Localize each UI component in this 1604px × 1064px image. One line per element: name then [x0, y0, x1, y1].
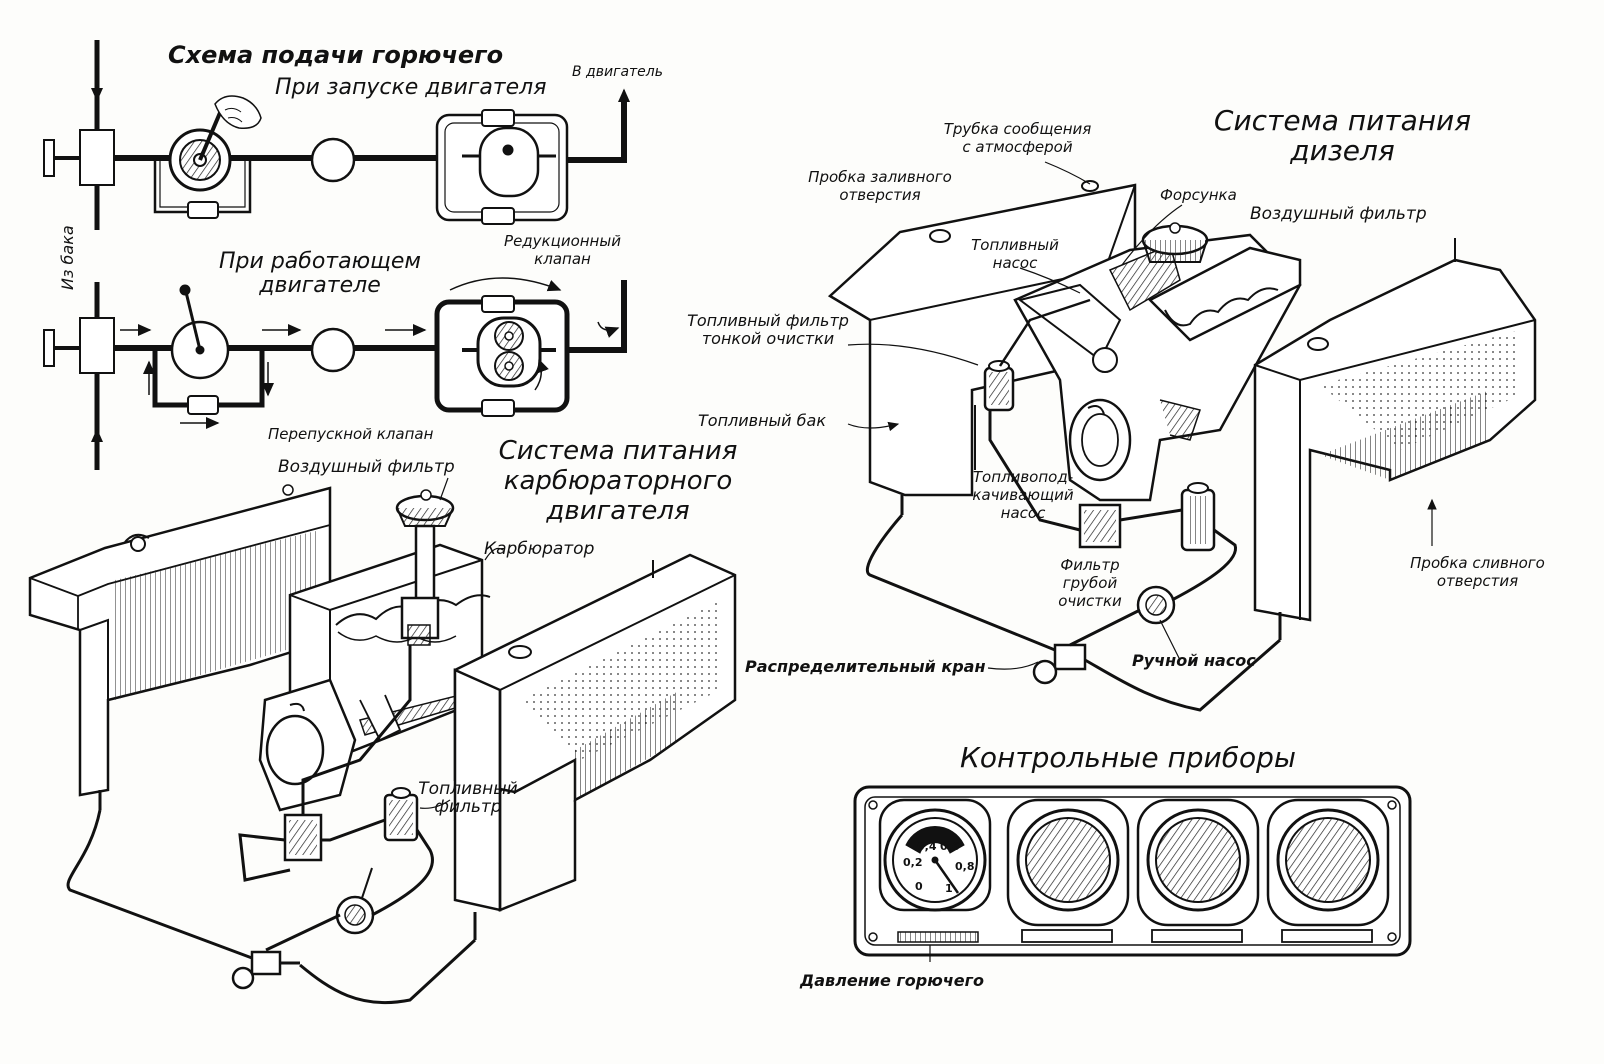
- scheme-start-label: При запуске двигателя: [275, 75, 547, 100]
- gauge-tick: 0,4: [917, 840, 937, 853]
- carb-air-filter-label: Воздушный фильтр: [278, 457, 455, 477]
- scheme-running-line-1: При работающем: [219, 249, 421, 274]
- gauge-tick: 0,2: [903, 856, 923, 869]
- breather-line-1: Трубка сообщения: [943, 120, 1092, 138]
- diesel-title-line-1: Система питания: [1213, 104, 1472, 137]
- fuel-tank-label: Топливный бак: [698, 411, 826, 430]
- carb-title: Система питания карбюраторного двигателя: [478, 436, 758, 526]
- scheme-running-line-2: двигателе: [259, 273, 381, 298]
- boost-pump-line-2: качивающий: [972, 486, 1074, 504]
- hand-pump-label: Ручной насос: [1132, 651, 1256, 670]
- scheme-start: [43, 40, 630, 230]
- fuel-pressure-label: Давление горючего: [800, 971, 984, 990]
- boost-pump-line-3: насос: [1000, 504, 1046, 522]
- scheme-running: [43, 277, 627, 470]
- gauge-tick: 1: [945, 882, 953, 895]
- filler-cap-line-2: отверстия: [839, 186, 921, 204]
- diesel-air-filter-label: Воздушный фильтр: [1250, 204, 1427, 224]
- drain-plug-line-2: отверстия: [1436, 572, 1519, 590]
- fuel-pump-label: Топливный насос: [960, 236, 1070, 272]
- fine-filter-label: Топливный фильтр тонкой очистки: [668, 312, 868, 348]
- filler-cap-label: Пробка заливного отверстия: [790, 168, 970, 204]
- carb-system: [28, 477, 737, 1005]
- gauge-tick: 0: [915, 880, 923, 893]
- scheme-running-label: При работающем двигателе: [205, 250, 435, 298]
- filler-cap-line-1: Пробка заливного: [808, 168, 952, 186]
- scheme-title: Схема подачи горючего: [168, 41, 504, 69]
- boost-pump-line-1: Топливопод-: [972, 468, 1074, 486]
- carb-fuel-filter-label: Топливный фильтр: [418, 780, 518, 816]
- gauge-tick: 0,6: [940, 840, 960, 853]
- carb-title-line-2: карбюраторного: [503, 466, 733, 496]
- diesel-title: Система питания дизеля: [1200, 106, 1485, 166]
- from-tank-label: Из бака: [58, 225, 77, 290]
- injector-label: Форсунка: [1160, 186, 1237, 204]
- coarse-filter-line-1: Фильтр: [1060, 556, 1120, 574]
- fuel-pump-line-2: насос: [992, 254, 1038, 272]
- fuel-pump-line-1: Топливный: [971, 236, 1059, 254]
- instruments-title: Контрольные приборы: [960, 741, 1297, 774]
- distributor-valve-label: Распределительный кран: [745, 657, 986, 676]
- gauge-tick: 0,8: [955, 860, 975, 873]
- breather-line-2: с атмосферой: [962, 138, 1073, 156]
- diesel-system: [827, 161, 1537, 712]
- to-engine-label: В двигатель: [572, 64, 663, 80]
- diesel-title-line-2: дизеля: [1290, 134, 1395, 167]
- bypass-valve-label: Перепускной клапан: [268, 425, 434, 443]
- boost-pump-label: Топливопод- качивающий насос: [968, 468, 1078, 522]
- reduction-valve-label: Редукционный клапан: [495, 232, 630, 268]
- drain-plug-line-1: Пробка сливного: [1410, 554, 1545, 572]
- drain-plug-label: Пробка сливного отверстия: [1395, 554, 1560, 590]
- instrument-panel: [853, 785, 1412, 962]
- coarse-filter-line-3: очистки: [1058, 592, 1122, 610]
- coarse-filter-line-2: грубой: [1062, 574, 1118, 592]
- fine-filter-line-2: тонкой очистки: [701, 329, 835, 348]
- coarse-filter-label: Фильтр грубой очистки: [1050, 556, 1130, 610]
- reduction-valve-line-1: Редукционный: [504, 232, 621, 250]
- carb-title-line-1: Система питания: [498, 436, 738, 466]
- breather-label: Трубка сообщения с атмосферой: [925, 120, 1110, 156]
- carb-fuel-filter-line-2: фильтр: [434, 797, 502, 817]
- gauge-scale: 0,4 0,6 0,2 0,8 0 1: [903, 840, 975, 895]
- fine-filter-line-1: Топливный фильтр: [687, 311, 849, 330]
- carburetor-label: Карбюратор: [484, 539, 595, 559]
- carb-title-line-3: двигателя: [546, 496, 690, 526]
- carb-fuel-filter-line-1: Топливный: [418, 779, 518, 799]
- reduction-valve-line-2: клапан: [534, 250, 591, 268]
